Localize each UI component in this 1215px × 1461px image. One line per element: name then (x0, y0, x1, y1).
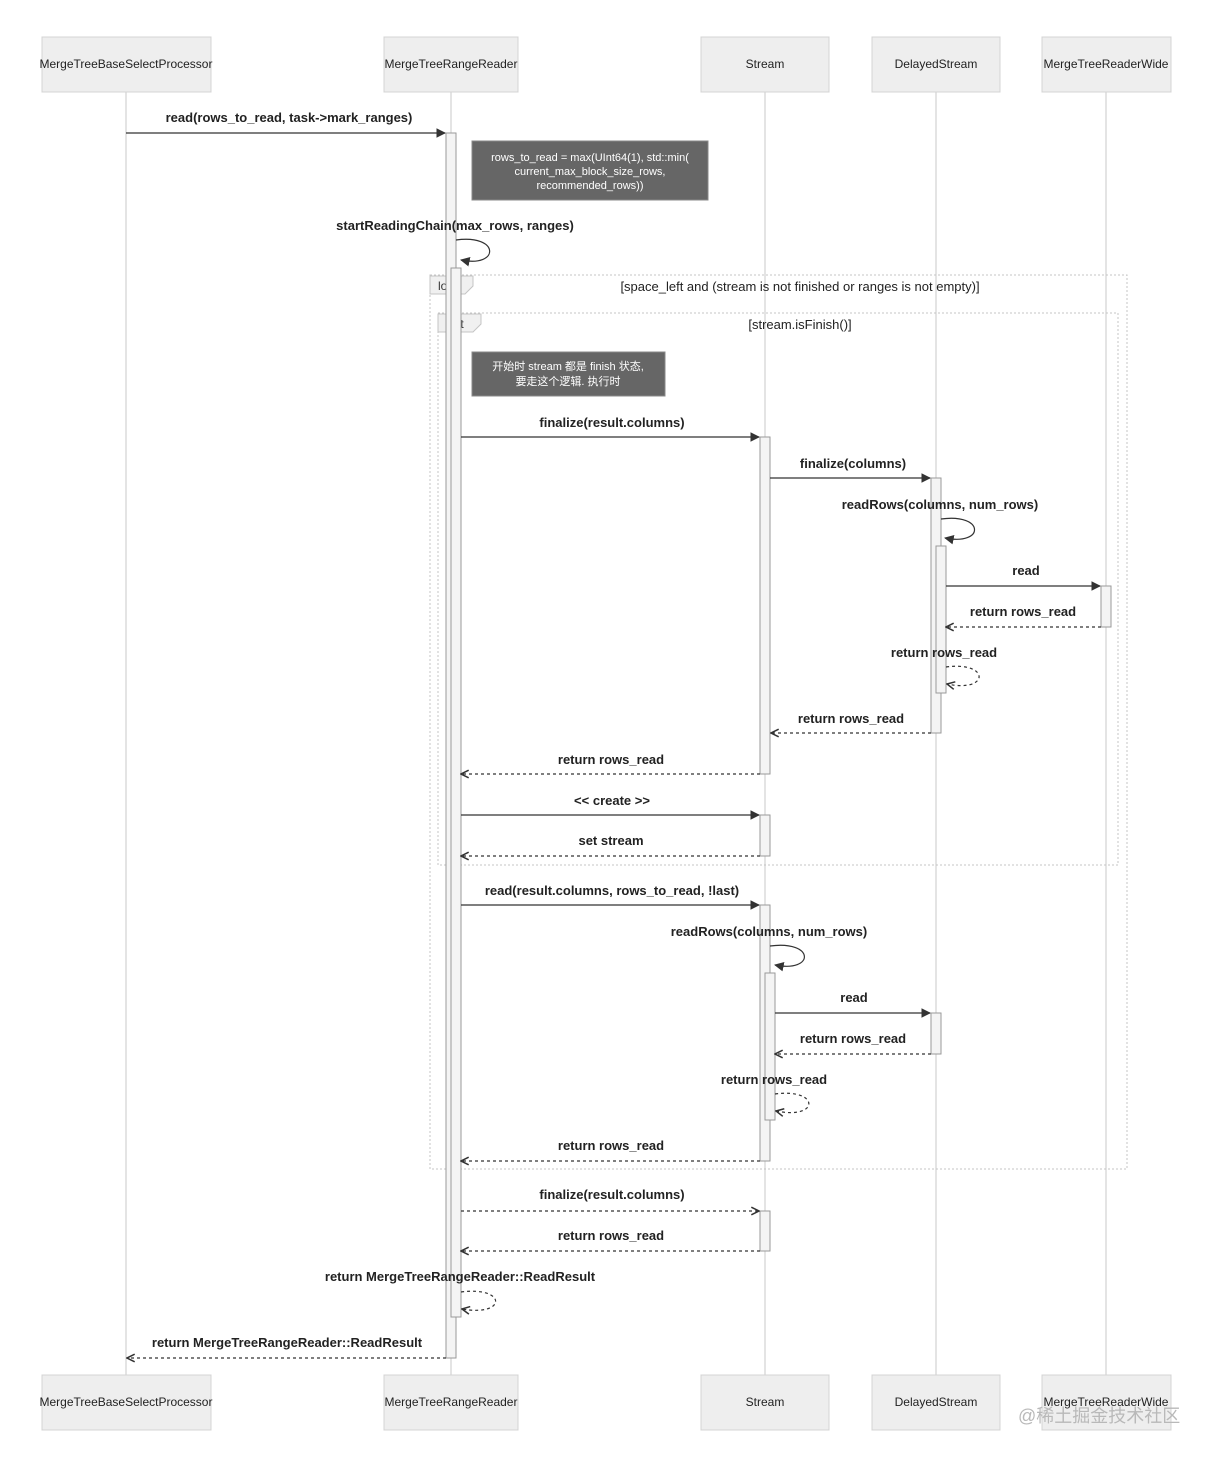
alt-frame-border (437, 312, 1119, 866)
actor-base-bottom (41, 1374, 212, 1431)
message-label: finalize(result.columns) (539, 415, 684, 430)
actor-range-bottom (383, 1374, 519, 1431)
frame-loop: loop [space_left and (stream is not fini… (429, 274, 1128, 1170)
actor-range-bottom-label: MergeTreeRangeReader (385, 1395, 518, 1409)
actor-stream-bottom (700, 1374, 830, 1431)
message-label: return rows_read (558, 752, 664, 767)
actor-base-top-label: MergeTreeBaseSelectProcessor (40, 57, 213, 71)
activation-stream-readrows (764, 972, 776, 1121)
message-label: set stream (578, 833, 643, 848)
watermark: @稀土掘金技术社区 (1018, 1406, 1180, 1426)
note-rows-line-1: rows_to_read = max(UInt64(1), std::min( (491, 152, 689, 164)
message-line (946, 665, 980, 685)
message-line (940, 517, 975, 545)
actor-delayed-bottom (871, 1374, 1001, 1431)
message-label: return rows_read (891, 645, 997, 660)
message-label: readRows(columns, num_rows) (842, 497, 1038, 512)
message-label: return MergeTreeRangeReader::ReadResult (325, 1269, 596, 1284)
message-label: return rows_read (558, 1228, 664, 1243)
activation-stream-finalize-2 (759, 1210, 771, 1252)
message-line (461, 1290, 497, 1310)
note-rows: rows_to_read = max(UInt64(1), std::min( … (471, 140, 709, 201)
activations (445, 132, 1112, 1359)
message-label: finalize(result.columns) (539, 1187, 684, 1202)
message-line (775, 1092, 810, 1112)
message-label: read (1012, 563, 1040, 578)
note-finish-line-2: 要走这个逻辑. 执行时 (515, 374, 620, 388)
activation-stream-finalize (759, 436, 771, 775)
message-label: return rows_read (800, 1031, 906, 1046)
message-line (769, 944, 805, 972)
message-label: startReadingChain(max_rows, ranges) (336, 218, 574, 233)
actor-range-top (383, 36, 519, 93)
activation-stream-create (759, 814, 771, 857)
actors-top: MergeTreeBaseSelectProcessor MergeTreeRa… (40, 36, 1172, 93)
message-label: finalize(columns) (800, 456, 906, 471)
actor-delayed-bottom-label: DelayedStream (895, 1395, 978, 1409)
actor-wide-bottom-label: MergeTreeReaderWide (1044, 1395, 1169, 1409)
message-label: << create >> (574, 793, 650, 808)
actor-stream-top-label: Stream (746, 57, 785, 71)
actor-delayed-top (871, 36, 1001, 93)
note-rows-line-2: current_max_block_size_rows, (514, 166, 665, 178)
message-label: return rows_read (721, 1072, 827, 1087)
actor-delayed-top-label: DelayedStream (895, 57, 978, 71)
note-finish: 开始时 stream 都是 finish 状态, 要走这个逻辑. 执行时 (471, 351, 666, 397)
actor-wide-top-label: MergeTreeReaderWide (1044, 57, 1169, 71)
message-label: return rows_read (798, 711, 904, 726)
message-label: read (840, 990, 868, 1005)
note-rows-line-3: recommended_rows)) (537, 180, 644, 192)
loop-frame-condition: [space_left and (stream is not finished … (620, 279, 979, 294)
actor-base-top (41, 36, 212, 93)
message-label: readRows(columns, num_rows) (671, 924, 867, 939)
loop-frame-border (429, 274, 1128, 1170)
actor-stream-bottom-label: Stream (746, 1395, 785, 1409)
alt-frame-condition: [stream.isFinish()] (748, 317, 851, 332)
note-finish-box (471, 351, 666, 397)
message-label: return MergeTreeRangeReader::ReadResult (152, 1335, 423, 1350)
activation-delayed-inner (935, 545, 947, 694)
note-finish-line-1: 开始时 stream 都是 finish 状态, (492, 359, 644, 373)
note-rows-box (471, 140, 709, 201)
messages: read(rows_to_read, task->mark_ranges) st… (126, 110, 1101, 1358)
message-label: read(rows_to_read, task->mark_ranges) (166, 110, 413, 125)
actor-stream-top (700, 36, 830, 93)
actor-wide-top (1041, 36, 1172, 93)
actor-base-bottom-label: MergeTreeBaseSelectProcessor (40, 1395, 213, 1409)
activation-wide (1100, 585, 1112, 628)
message-label: return rows_read (558, 1138, 664, 1153)
message-label: read(result.columns, rows_to_read, !last… (485, 883, 739, 898)
actor-range-top-label: MergeTreeRangeReader (385, 57, 518, 71)
actors-bottom: MergeTreeBaseSelectProcessor MergeTreeRa… (40, 1374, 1172, 1431)
message-line (455, 238, 491, 267)
actor-wide-bottom (1041, 1374, 1172, 1431)
activation-range-inner (450, 267, 462, 1318)
activation-delayed-read (930, 1012, 942, 1055)
message-label: return rows_read (970, 604, 1076, 619)
